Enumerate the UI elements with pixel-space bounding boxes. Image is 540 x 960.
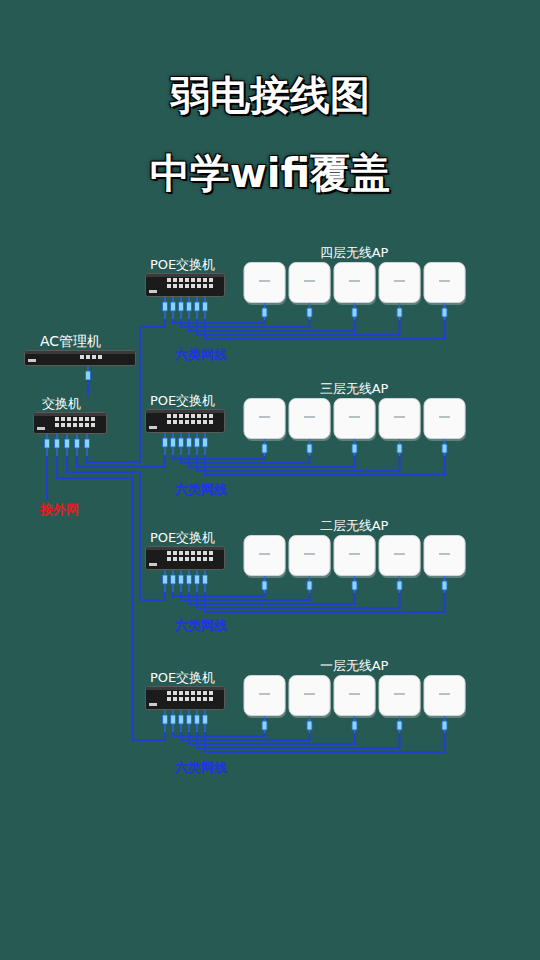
switch-device (145, 546, 225, 592)
cable-line (181, 732, 310, 740)
device-label: 二层无线AP (240, 518, 468, 534)
cable-line (173, 592, 265, 596)
ap-group: 一层无线AP (240, 658, 468, 733)
ap-group: 二层无线AP (240, 518, 468, 593)
cable-line (197, 592, 400, 608)
cable-connector (173, 455, 445, 475)
cable-type-label: 六类网线 (175, 618, 227, 634)
cable-line (87, 380, 89, 396)
ac-controller: AC管理机 (24, 332, 136, 380)
switch-device (33, 412, 107, 456)
cable-line (189, 732, 355, 744)
device-label: 三层无线AP (240, 381, 468, 397)
cable-line (173, 455, 265, 459)
title: 弱电接线图 中学wifi覆盖 (120, 56, 420, 212)
cable-type-label: 六类网线 (175, 347, 227, 363)
cable-connector (173, 319, 445, 339)
cable-connector (87, 319, 165, 462)
device-label: POE交换机 (150, 393, 215, 409)
poe-switch: POE交换机 (145, 530, 225, 592)
cable-line (87, 319, 165, 462)
core-switch: 交换机 (33, 396, 107, 456)
switch-device (145, 273, 225, 319)
cable-connector (57, 456, 165, 740)
ap-illustration (240, 535, 468, 593)
cable-line (173, 732, 265, 736)
ap-illustration (240, 398, 468, 456)
cable-line (181, 455, 310, 463)
cable-line (197, 319, 400, 335)
device-label: 交换机 (42, 396, 81, 412)
title-block: 弱电接线图 中学wifi覆盖 (0, 56, 540, 212)
cable-connector (173, 592, 445, 612)
uplink-wire (46, 456, 48, 500)
device-label: POE交换机 (150, 670, 215, 686)
cable-line (197, 455, 400, 471)
ap-illustration (240, 262, 468, 320)
ap-group: 三层无线AP (240, 381, 468, 456)
device-label: POE交换机 (150, 530, 215, 546)
poe-switch: POE交换机 (145, 257, 225, 319)
cable-line (197, 732, 400, 748)
cable-line (205, 732, 445, 752)
cable-connector (77, 455, 165, 467)
device-label: 四层无线AP (240, 245, 468, 261)
cable-line (189, 319, 355, 331)
cable-connector (88, 380, 89, 396)
ap-group: 四层无线AP (240, 245, 468, 320)
switch-device (145, 686, 225, 732)
switch-device (145, 409, 225, 455)
cable-line (205, 455, 445, 475)
cable-line (205, 592, 445, 612)
cable-line (189, 455, 355, 467)
cable-line (181, 592, 310, 600)
poe-switch: POE交换机 (145, 670, 225, 732)
device-label: 一层无线AP (240, 658, 468, 674)
cable-type-label: 六类网线 (175, 760, 227, 776)
ac-device (24, 350, 136, 380)
cable-type-label: 六类网线 (175, 482, 227, 498)
cable-line (77, 455, 165, 467)
cable-connector (173, 732, 445, 752)
poe-switch: POE交换机 (145, 393, 225, 455)
cable-line (181, 319, 310, 327)
cable-line (205, 319, 445, 339)
external-network-label: 接外网 (40, 502, 79, 518)
ap-illustration (240, 675, 468, 733)
cable-line (57, 456, 165, 740)
cable-line (189, 592, 355, 604)
device-label: AC管理机 (40, 332, 101, 350)
cable-line (173, 319, 265, 323)
device-label: POE交换机 (150, 257, 215, 273)
